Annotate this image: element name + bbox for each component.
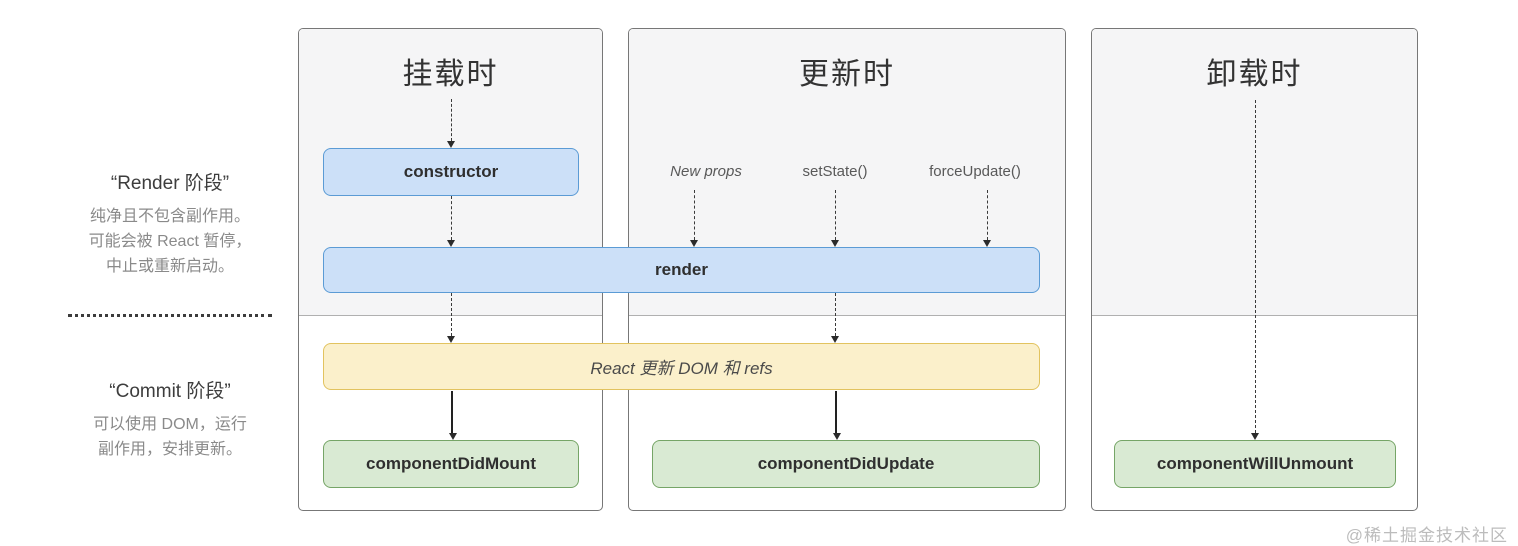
trigger-setstate: setState() xyxy=(802,163,868,180)
panel-unmounting-render-section xyxy=(1092,29,1417,316)
box-constructor: constructor xyxy=(323,148,579,196)
arrow-reactdom-to-didupdate xyxy=(832,391,841,440)
commit-phase-desc-line: 可以使用 DOM，运行 xyxy=(93,416,247,433)
arrow-setstate-to-render xyxy=(830,190,839,247)
arrow-forceupdate-to-render xyxy=(982,190,991,247)
commit-phase-desc-line: 副作用，安排更新。 xyxy=(97,441,242,458)
render-phase-desc-line: 纯净且不包含副作用。 xyxy=(89,208,250,225)
arrow-render-to-reactdom-update xyxy=(830,293,839,343)
commit-phase-title: “Commit 阶段” xyxy=(109,381,231,402)
arrow-reactdom-to-didmount xyxy=(448,391,457,440)
panel-unmounting: 卸载时 xyxy=(1091,28,1418,511)
panel-mounting-title: 挂载时 xyxy=(402,58,499,91)
render-phase-title: “Render 阶段” xyxy=(110,173,230,194)
arrow-unmounting-to-willunmount xyxy=(1250,100,1259,440)
arrow-mounting-to-constructor xyxy=(446,99,455,148)
arrow-constructor-to-render xyxy=(446,196,455,247)
arrow-render-to-reactdom-mount xyxy=(446,293,455,343)
render-phase-desc-line: 可能会被 React 暂停， xyxy=(88,233,252,250)
box-componentdidmount: componentDidMount xyxy=(323,440,579,488)
trigger-forceupdate: forceUpdate() xyxy=(929,163,1021,180)
render-phase-desc-line: 中止或重新启动。 xyxy=(105,258,234,275)
box-react-updates-dom-refs: React 更新 DOM 和 refs xyxy=(323,343,1040,390)
arrow-newprops-to-render xyxy=(689,190,698,247)
panel-updating-title: 更新时 xyxy=(799,58,895,91)
phase-dotted-divider xyxy=(68,314,272,317)
box-render: render xyxy=(323,247,1040,293)
trigger-new-props: New props xyxy=(670,163,742,180)
box-componentdidupdate: componentDidUpdate xyxy=(652,440,1040,488)
panel-unmounting-title: 卸载时 xyxy=(1206,58,1303,91)
box-componentwillunmount: componentWillUnmount xyxy=(1114,440,1396,488)
legend-render-phase: “Render 阶段” 纯净且不包含副作用。 可能会被 React 暂停， 中止… xyxy=(55,168,285,279)
watermark: @稀土掘金技术社区 xyxy=(1345,526,1508,545)
legend-commit-phase: “Commit 阶段” 可以使用 DOM，运行 副作用，安排更新。 xyxy=(55,376,285,462)
